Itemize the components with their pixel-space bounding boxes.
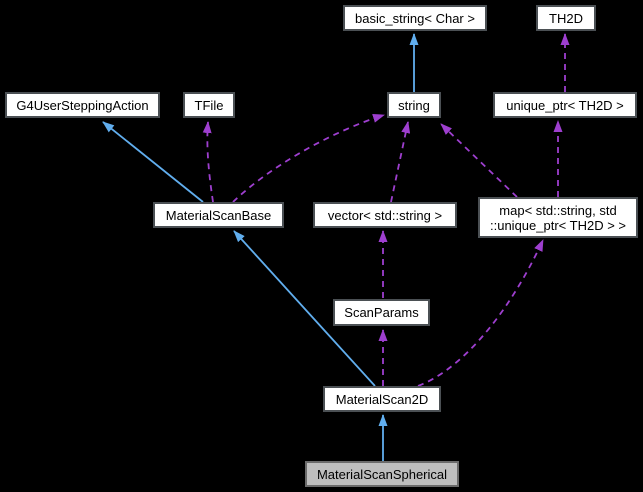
node-materialscanbase[interactable]: MaterialScanBase bbox=[153, 202, 284, 228]
edge-materialscanbase-inherits-g4usersteppingaction bbox=[102, 121, 204, 203]
edge-materialscan2d-inherits-materialscanbase bbox=[233, 230, 376, 387]
node-string[interactable]: string bbox=[387, 92, 441, 118]
edge-materialscanbase-uses-tfile bbox=[202, 121, 214, 203]
node-tfile[interactable]: TFile bbox=[183, 92, 235, 118]
edge-map-uses-string bbox=[440, 123, 518, 198]
edge-materialscanbase-uses-string bbox=[232, 114, 385, 203]
node-unique-ptr-th2d[interactable]: unique_ptr< TH2D > bbox=[493, 92, 637, 118]
edge-vector-uses-string bbox=[390, 121, 411, 203]
node-vector-std-string[interactable]: vector< std::string > bbox=[313, 202, 457, 228]
node-scanparams[interactable]: ScanParams bbox=[333, 299, 430, 326]
node-th2d[interactable]: TH2D bbox=[536, 5, 596, 31]
map-label-line2: ::unique_ptr< TH2D > > bbox=[490, 217, 626, 233]
map-label-line1: map< std::string, std bbox=[499, 202, 617, 218]
edge-materialscan2d-uses-map bbox=[417, 239, 544, 387]
node-map-string-unique-ptr[interactable]: map< std::string, std ::unique_ptr< TH2D… bbox=[478, 197, 638, 238]
node-materialscanspherical-current: MaterialScanSpherical bbox=[305, 461, 459, 487]
node-materialscan2d[interactable]: MaterialScan2D bbox=[323, 386, 441, 412]
node-basic-string[interactable]: basic_string< Char > bbox=[343, 5, 487, 31]
node-g4usersteppingaction[interactable]: G4UserSteppingAction bbox=[5, 92, 160, 118]
